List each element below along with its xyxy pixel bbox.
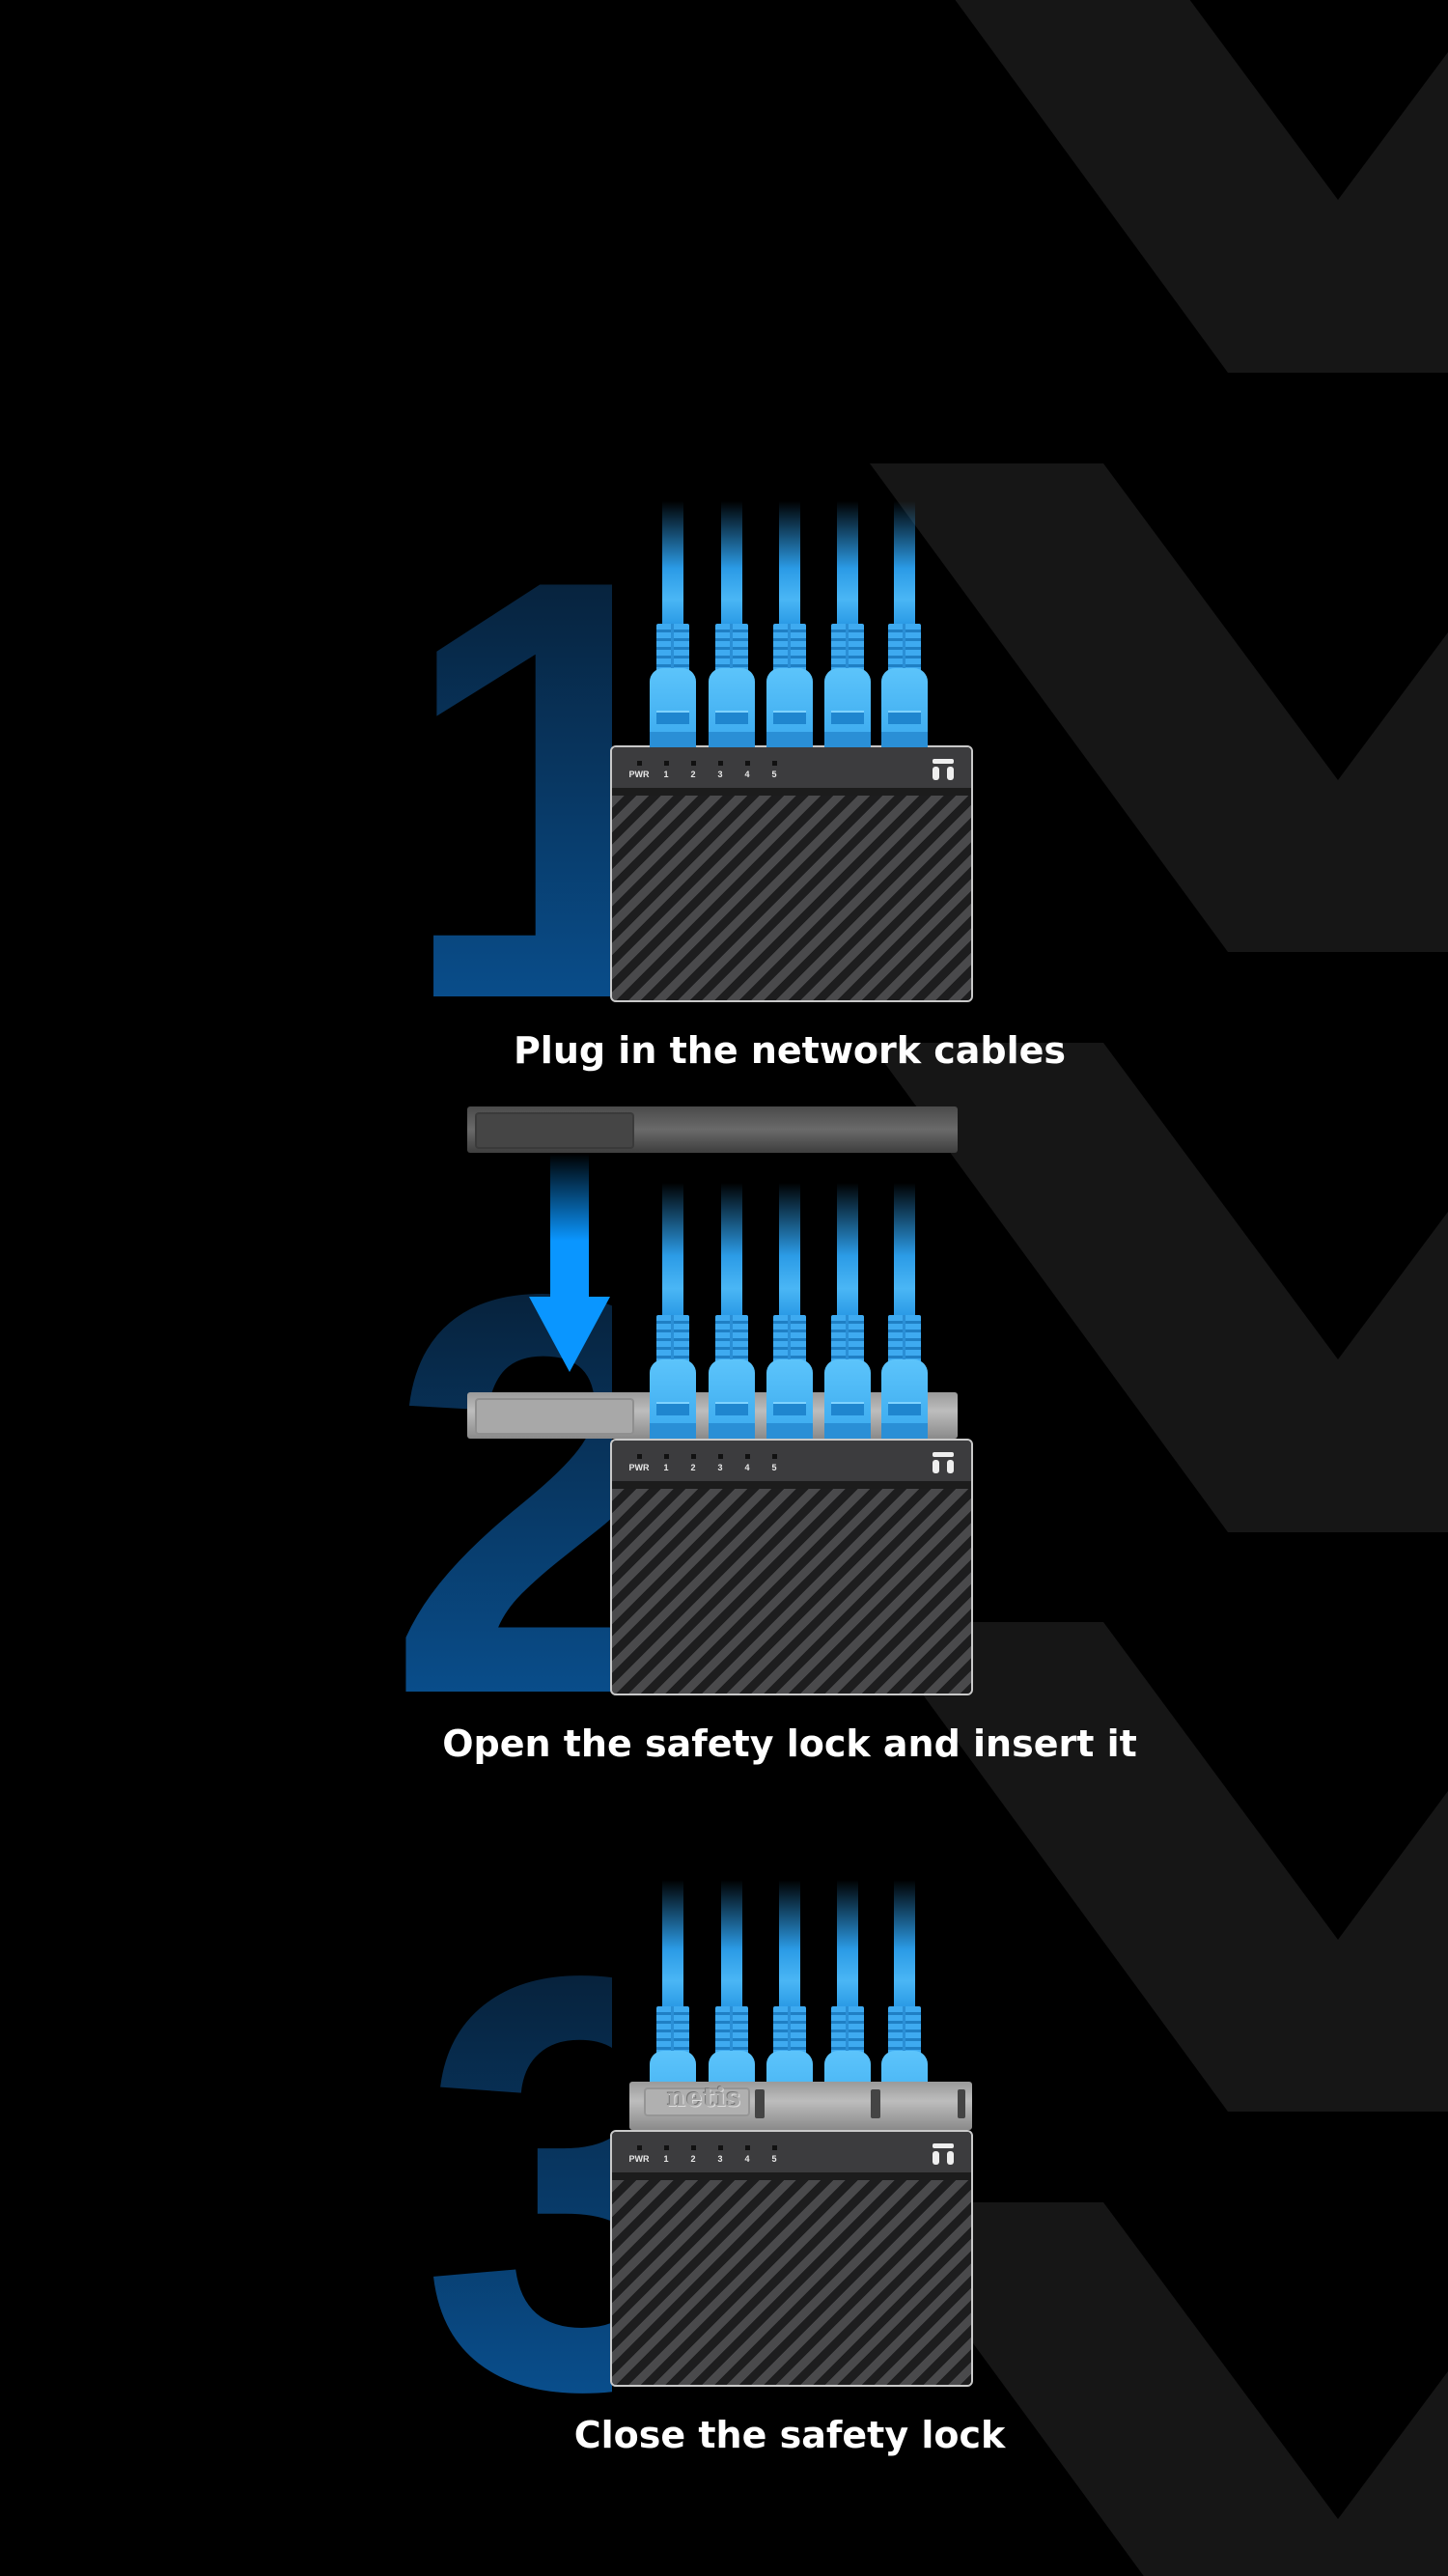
port-led-icon xyxy=(637,2145,642,2150)
ethernet-cable xyxy=(894,1880,915,2006)
chevron-shape xyxy=(870,463,1448,952)
step-number-1: 1 xyxy=(425,541,612,1004)
lock-latch-end xyxy=(958,2089,965,2118)
chevron-shape xyxy=(955,0,1448,373)
port-label: 3 xyxy=(717,1463,723,1472)
port-led-icon xyxy=(772,1454,777,1459)
ethernet-cable xyxy=(721,501,742,624)
ethernet-cable xyxy=(779,501,800,624)
chevron-shape xyxy=(870,1043,1448,1532)
port-label: 2 xyxy=(690,2154,696,2164)
port-label: 5 xyxy=(771,2154,777,2164)
ethernet-cable xyxy=(894,1183,915,1315)
chevron-shape xyxy=(870,1622,1448,2112)
network-switch-1: PWR 1 2 3 4 5 xyxy=(610,745,973,1002)
ethernet-cable xyxy=(837,501,858,624)
port-led-icon xyxy=(718,1454,723,1459)
netis-logo-icon xyxy=(933,2143,954,2165)
ethernet-cable xyxy=(894,501,915,624)
ethernet-cable xyxy=(779,1880,800,2006)
step-caption-2: Open the safety lock and insert it xyxy=(442,1722,1137,1765)
port-led-icon xyxy=(745,2145,750,2150)
lock-latch[interactable] xyxy=(755,2089,765,2118)
netis-logo-icon xyxy=(933,759,954,780)
port-led-icon xyxy=(772,2145,777,2150)
port-label: PWR xyxy=(628,770,650,779)
port-led-icon xyxy=(664,2145,669,2150)
switch-front-panel xyxy=(612,2132,971,2172)
ethernet-cable xyxy=(779,1183,800,1315)
port-led-icon xyxy=(691,2145,696,2150)
ethernet-cable xyxy=(662,1183,683,1315)
rj45-plug[interactable] xyxy=(766,668,813,747)
switch-front-panel xyxy=(612,747,971,788)
port-label: 4 xyxy=(744,2154,750,2164)
port-led-icon xyxy=(718,761,723,766)
port-led-icon xyxy=(637,1454,642,1459)
switch-divider xyxy=(612,1481,971,1489)
rj45-plug[interactable] xyxy=(881,668,928,747)
switch-vent-grill xyxy=(612,796,971,1000)
rj45-plug[interactable] xyxy=(709,1359,755,1439)
ethernet-cable xyxy=(721,1183,742,1315)
port-label: PWR xyxy=(628,1463,650,1472)
ethernet-cable xyxy=(721,1880,742,2006)
port-label: 5 xyxy=(771,770,777,779)
port-led-icon xyxy=(691,1454,696,1459)
ethernet-cable xyxy=(837,1880,858,2006)
rj45-plug[interactable] xyxy=(766,1359,813,1439)
svg-text:3: 3 xyxy=(420,1941,612,2394)
chevron-shape xyxy=(870,2202,1448,2576)
rj45-plug[interactable] xyxy=(824,1359,871,1439)
lock-latch[interactable] xyxy=(871,2089,880,2118)
switch-vent-grill xyxy=(612,1489,971,1694)
switch-front-panel xyxy=(612,1441,971,1481)
netis-logo-icon xyxy=(933,1452,954,1473)
switch-divider xyxy=(612,2172,971,2180)
port-label: 1 xyxy=(663,2154,669,2164)
rj45-plug[interactable] xyxy=(881,1359,928,1439)
port-led-icon xyxy=(745,1454,750,1459)
lock-brand-panel: netis xyxy=(644,2084,750,2116)
port-led-icon xyxy=(637,761,642,766)
port-label: 2 xyxy=(690,770,696,779)
lock-brand: netis xyxy=(667,2084,741,2113)
rj45-plug[interactable] xyxy=(650,668,696,747)
svg-text:1: 1 xyxy=(425,541,612,1004)
port-led-icon xyxy=(772,761,777,766)
ethernet-cable xyxy=(662,501,683,624)
rj45-plug[interactable] xyxy=(824,668,871,747)
ethernet-cable xyxy=(662,1880,683,2006)
port-label: 3 xyxy=(717,770,723,779)
port-label: 4 xyxy=(744,1463,750,1472)
port-label: PWR xyxy=(628,2154,650,2164)
down-arrow-icon xyxy=(529,1154,610,1372)
port-label: 5 xyxy=(771,1463,777,1472)
port-led-icon xyxy=(745,761,750,766)
switch-vent-grill xyxy=(612,2180,971,2385)
port-label: 1 xyxy=(663,770,669,779)
safety-lock-open[interactable] xyxy=(467,1106,958,1153)
port-led-icon xyxy=(691,761,696,766)
port-label: 2 xyxy=(690,1463,696,1472)
step-caption-1: Plug in the network cables xyxy=(513,1029,1067,1072)
port-label: 1 xyxy=(663,1463,669,1472)
step-caption-3: Close the safety lock xyxy=(573,2414,1006,2456)
switch-divider xyxy=(612,788,971,796)
port-led-icon xyxy=(664,1454,669,1459)
step-number-3: 3 xyxy=(410,1941,612,2394)
port-led-icon xyxy=(718,2145,723,2150)
port-label: 4 xyxy=(744,770,750,779)
network-switch-2: PWR 1 2 3 4 5 xyxy=(610,1439,973,1695)
port-led-icon xyxy=(664,761,669,766)
ethernet-cable xyxy=(837,1183,858,1315)
network-switch-3: PWR 1 2 3 4 5 xyxy=(610,2130,973,2387)
safety-lock-closed[interactable]: netis xyxy=(629,2082,972,2130)
port-label: 3 xyxy=(717,2154,723,2164)
rj45-plug[interactable] xyxy=(709,668,755,747)
rj45-plug[interactable] xyxy=(650,1359,696,1439)
